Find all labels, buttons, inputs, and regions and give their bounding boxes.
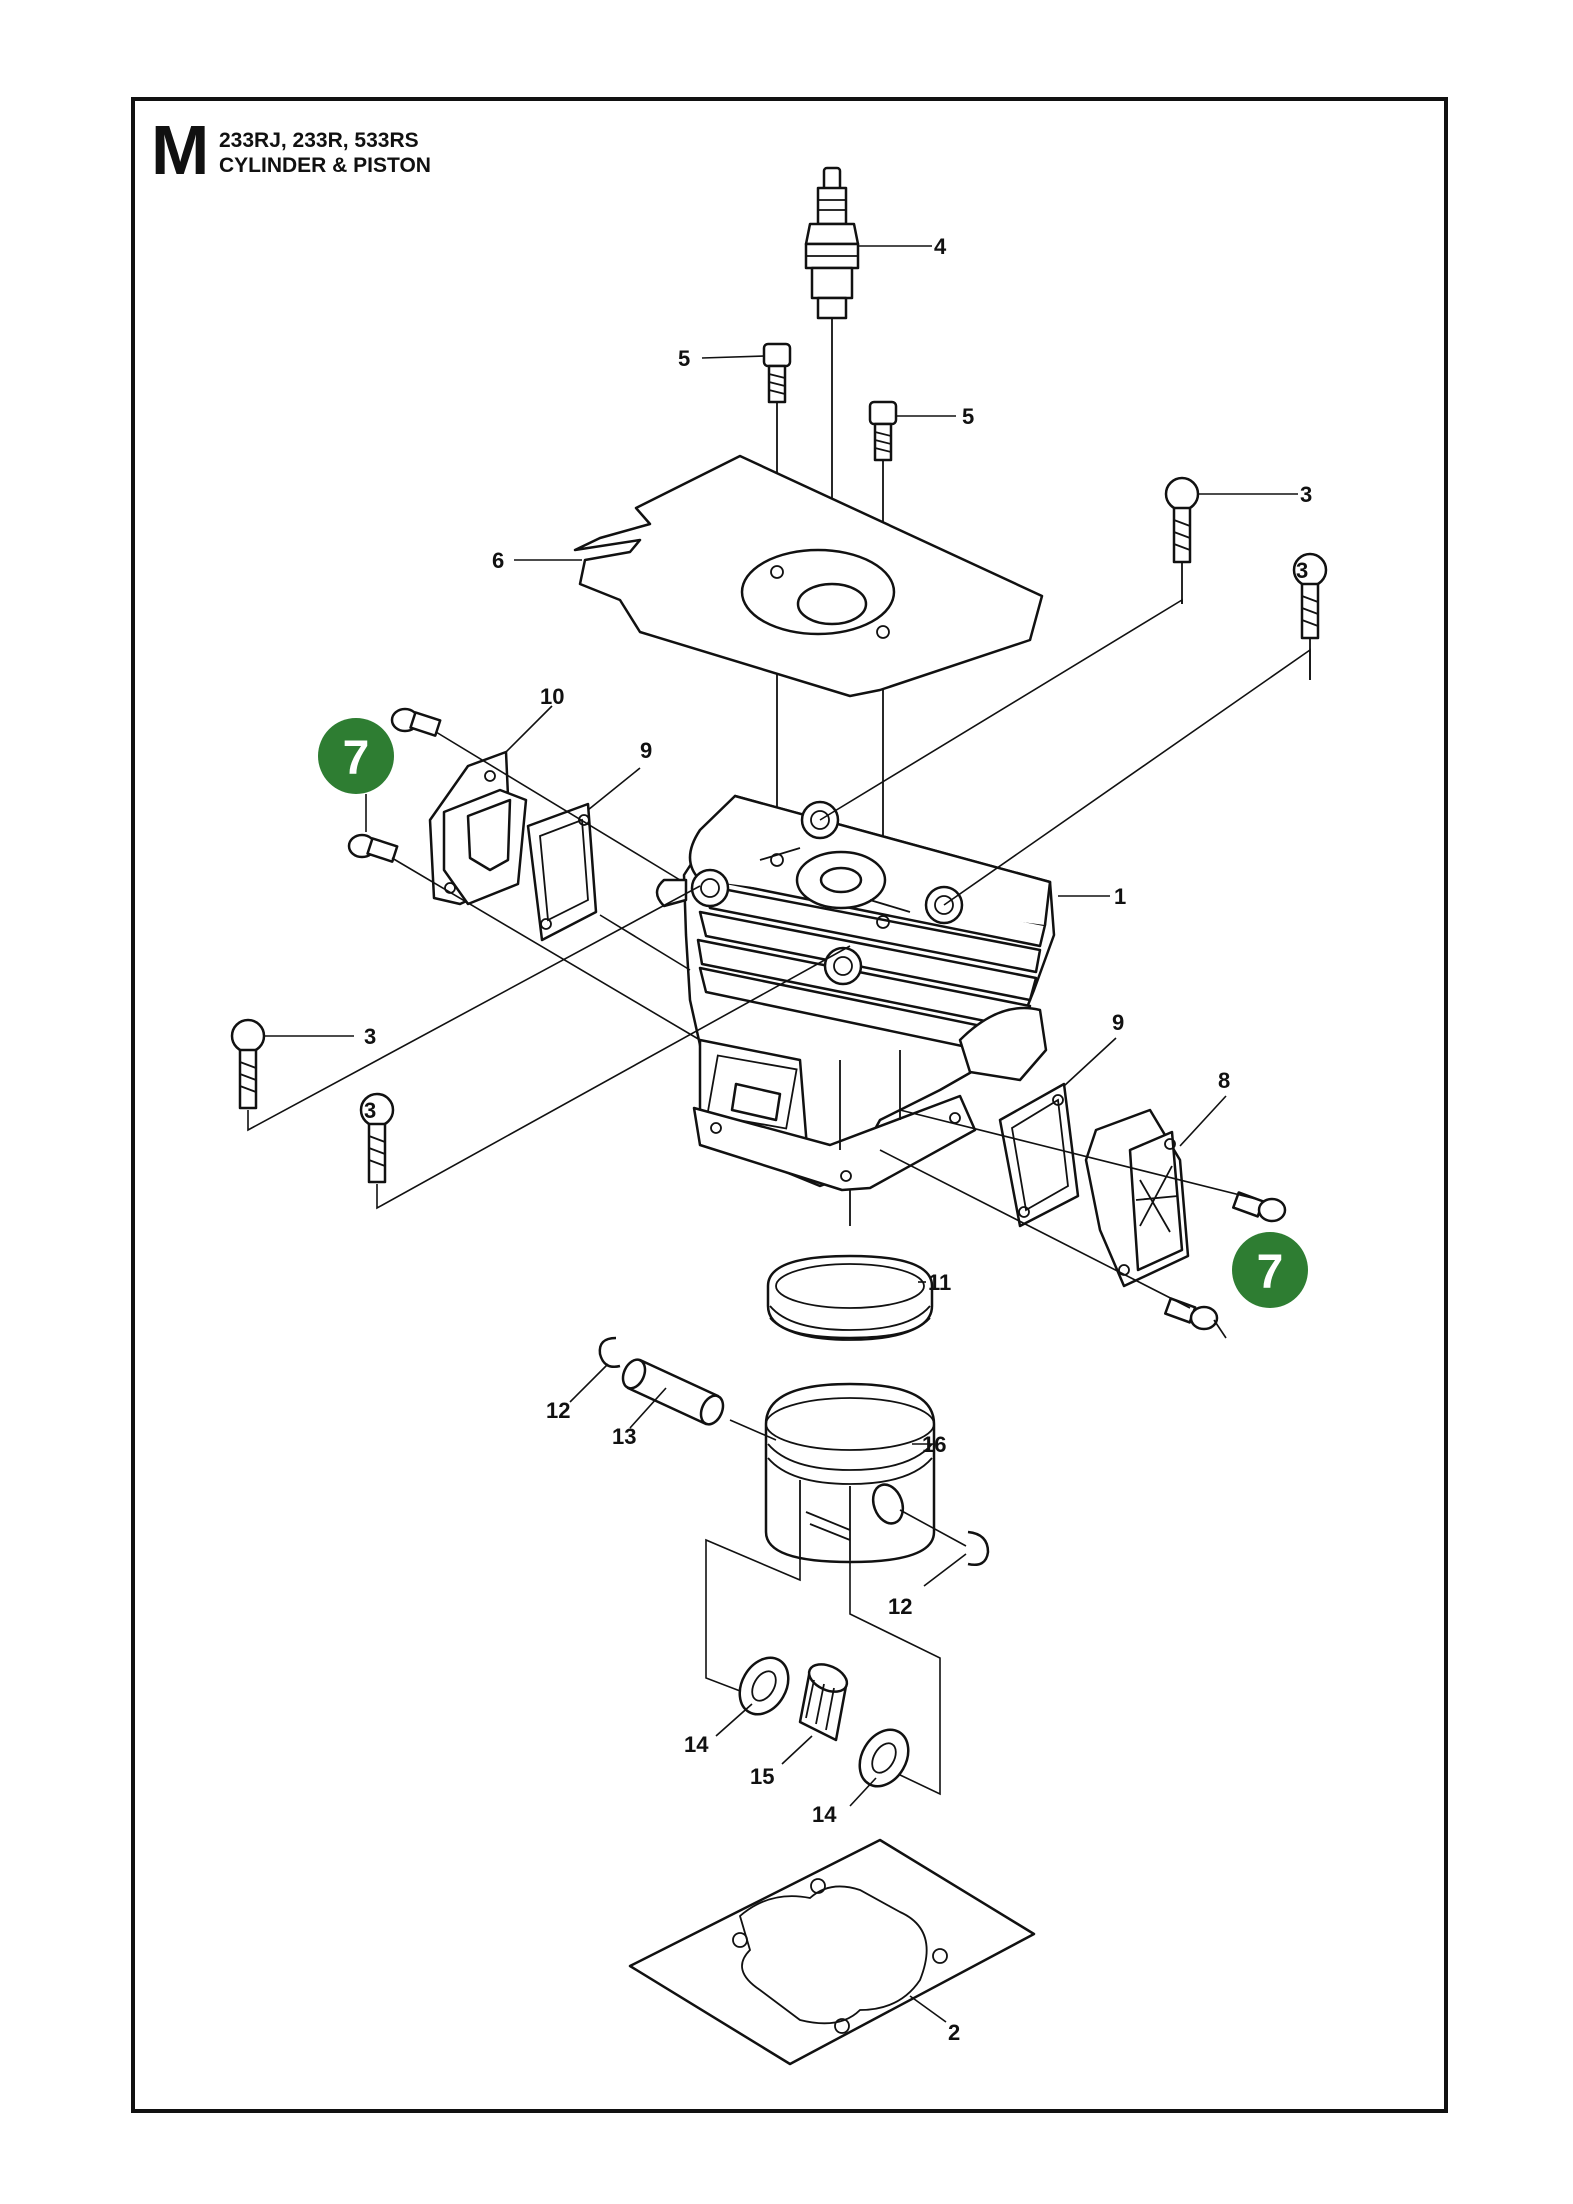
section-letter: M (151, 111, 209, 189)
leader-9a (587, 767, 641, 811)
head-screw-left (762, 342, 792, 404)
leader-14a (715, 1703, 753, 1737)
circlip-right (967, 1530, 990, 1566)
cylinder-screw-upper-1 (1164, 476, 1200, 564)
callout-15: 15 (750, 1764, 774, 1789)
title-block: 233RJ, 233R, 533RS CYLINDER & PISTON (219, 128, 431, 178)
callout-14b: 14 (812, 1802, 837, 1827)
callout-6: 6 (492, 548, 504, 573)
intake-gasket-left (526, 802, 598, 942)
callout-10: 10 (540, 684, 564, 709)
callout-11: 11 (928, 1270, 951, 1295)
badge-7-left: 7 (318, 718, 394, 794)
piston-rings (766, 1254, 934, 1341)
leader-15 (781, 1735, 813, 1765)
callout-9a: 9 (640, 738, 652, 763)
callout-14a: 14 (684, 1732, 709, 1757)
lower-screw-assembly-lines (247, 885, 851, 1210)
decomp-boss (655, 878, 688, 908)
inlet-screw-upper (390, 707, 442, 737)
model-list: 233RJ, 233R, 533RS (219, 129, 419, 152)
exhaust-screw-lower (1164, 1297, 1219, 1331)
piston-pin (621, 1358, 725, 1426)
exhaust-gasket-right (998, 1082, 1080, 1228)
exhaust-screw-upper (1232, 1191, 1287, 1223)
callout-3d: 3 (364, 1098, 376, 1123)
head-screw-right (868, 400, 898, 462)
needle-bearing (798, 1663, 849, 1742)
leader-12a (569, 1363, 609, 1403)
intake-cover (428, 750, 528, 906)
callout-3b: 3 (1296, 558, 1308, 583)
cylinder (682, 794, 1056, 1192)
callout-1: 1 (1114, 884, 1126, 909)
callout-4: 4 (934, 234, 947, 259)
thrust-washer-left (738, 1656, 790, 1716)
callout-12a: 12 (546, 1398, 570, 1423)
leader-14b (849, 1777, 877, 1807)
thrust-washer-right (858, 1728, 910, 1788)
piston (764, 1382, 936, 1564)
inlet-screw-lower (347, 833, 399, 863)
callout-3a: 3 (1300, 482, 1312, 507)
callout-2: 2 (948, 2020, 960, 2045)
leader-7b (1213, 1319, 1227, 1339)
intake-assembly-lines (391, 731, 701, 1041)
exhaust-flange (1084, 1108, 1190, 1288)
callout-5b: 5 (962, 404, 974, 429)
leader-10 (505, 705, 553, 753)
upper-screw-assembly-lines (819, 598, 1311, 906)
leader-8 (1179, 1095, 1227, 1147)
badge-7-left-label: 7 (343, 732, 370, 785)
leader-9b (1063, 1037, 1117, 1087)
callout-3c: 3 (364, 1024, 376, 1049)
pin-assembly-lines (729, 1419, 967, 1547)
callout-5a: 5 (678, 346, 690, 371)
leader-12b (923, 1553, 967, 1587)
cover-plate (573, 454, 1044, 698)
spark-plug (804, 166, 860, 320)
base-gasket (628, 1838, 1036, 2066)
leader-2 (909, 1995, 947, 2023)
callout-13: 13 (612, 1424, 636, 1449)
exhaust-assembly-lines (879, 1109, 1261, 1309)
badge-7-right-label: 7 (1257, 1246, 1284, 1299)
cylinder-screw-lower-2 (359, 1092, 395, 1184)
bearing-assembly-lines (705, 1538, 941, 1796)
callout-9b: 9 (1112, 1010, 1124, 1035)
leader-13 (629, 1387, 667, 1429)
cylinder-screw-lower-1 (230, 1018, 266, 1110)
section-title: CYLINDER & PISTON (219, 154, 431, 177)
callout-8: 8 (1218, 1068, 1230, 1093)
callout-12b: 12 (888, 1594, 912, 1619)
circlip-left (598, 1336, 621, 1368)
page-frame (131, 97, 1448, 2113)
callout-16: 16 (922, 1432, 946, 1457)
leader-5a (701, 355, 765, 359)
badge-7-right: 7 (1232, 1232, 1308, 1308)
